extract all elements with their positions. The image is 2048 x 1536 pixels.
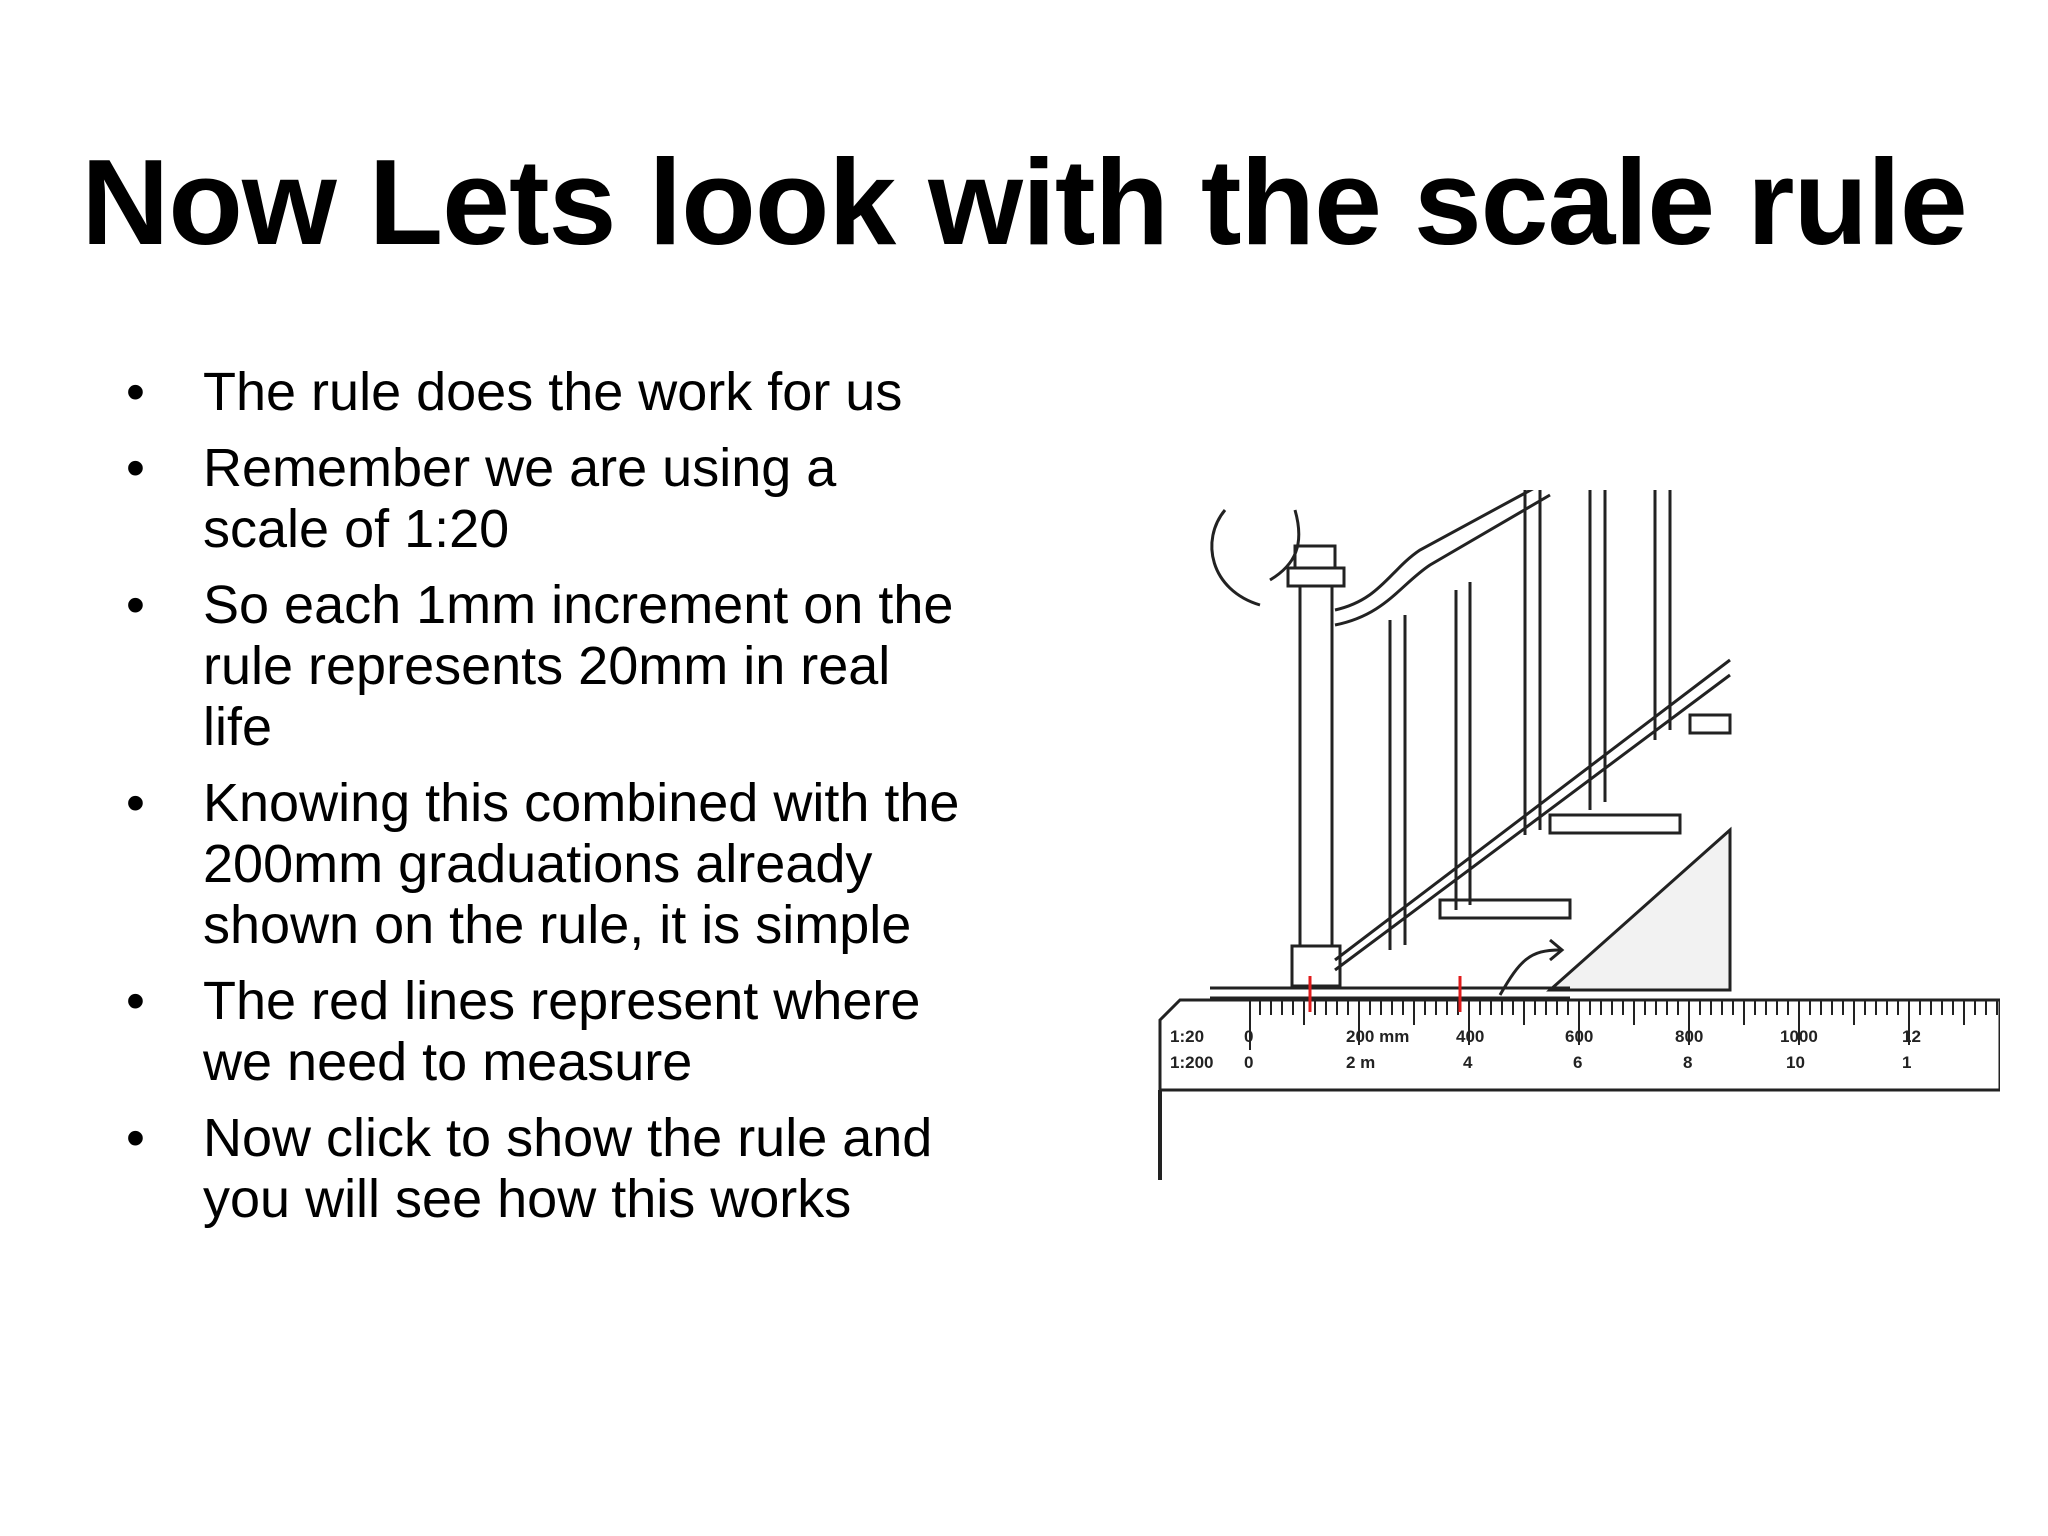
slide-title: Now Lets look with the scale rule: [81, 134, 1968, 270]
bullet-dot-icon: •: [126, 773, 145, 833]
bullet-text: Now click to show the rule and you will …: [203, 1108, 933, 1229]
bullet-text: So each 1mm increment on the rule repres…: [203, 575, 954, 757]
bullet-item: • Now click to show the rule and you will…: [118, 1108, 1018, 1230]
tick-label: 1: [1902, 1053, 1911, 1072]
tick-label: 10: [1786, 1053, 1805, 1072]
bullet-text: The rule does the work for us: [203, 362, 903, 422]
curved-arrow-icon: [1210, 509, 1261, 607]
stair-tread: [1548, 813, 1682, 835]
scale-label-1-200: 1:200: [1170, 1053, 1213, 1072]
tick-label: 0: [1244, 1027, 1253, 1046]
bullet-dot-icon: •: [126, 971, 145, 1031]
staircase-illustration: 1:20 1:200 0 200 mm 400 600 800 1000 1 2 …: [1158, 490, 2000, 1180]
tick-label: 6: [1573, 1053, 1582, 1072]
tick-label: 200 mm: [1346, 1027, 1409, 1046]
tick-label: 400: [1456, 1027, 1484, 1046]
tick-label: 12: [1902, 1027, 1921, 1046]
tick-label: 0: [1244, 1053, 1253, 1072]
staircase-scale-diagram: 1:20 1:200 0 200 mm 400 600 800 1000 1 2 …: [1130, 490, 2000, 1190]
bullet-dot-icon: •: [126, 1108, 145, 1168]
bullet-text: Remember we are using a scale of 1:20: [203, 438, 837, 559]
tick-label: 800: [1675, 1027, 1703, 1046]
scale-label-1-20: 1:20: [1170, 1027, 1204, 1046]
bullet-item: • So each 1mm increment on the rule repre…: [118, 575, 1018, 758]
bullet-item: • Remember we are using a scale of 1:20: [118, 438, 1018, 560]
newel-post: [1298, 584, 1334, 948]
bullet-dot-icon: •: [126, 575, 145, 635]
rule-ticks: [1249, 1000, 1998, 1050]
tick-label: 600: [1565, 1027, 1593, 1046]
bullet-text: Knowing this combined with the 200mm gra…: [203, 773, 960, 955]
tick-label: 2 m: [1346, 1053, 1375, 1072]
bullet-list: • The rule does the work for us • Remember…: [118, 362, 1018, 1245]
tick-label: 8: [1683, 1053, 1692, 1072]
tick-label: 4: [1463, 1053, 1473, 1072]
bullet-dot-icon: •: [126, 362, 145, 422]
stair-tread: [1438, 898, 1572, 920]
bullet-item: • The red lines represent where we need t…: [118, 971, 1018, 1093]
bullet-text: The red lines represent where we need to…: [203, 971, 921, 1092]
tick-label: 1000: [1780, 1027, 1818, 1046]
bullet-dot-icon: •: [126, 438, 145, 498]
bullet-item: • Knowing this combined with the 200mm gr…: [118, 773, 1018, 956]
bullet-item: • The rule does the work for us: [118, 362, 1018, 423]
newel-cap: [1293, 544, 1337, 570]
